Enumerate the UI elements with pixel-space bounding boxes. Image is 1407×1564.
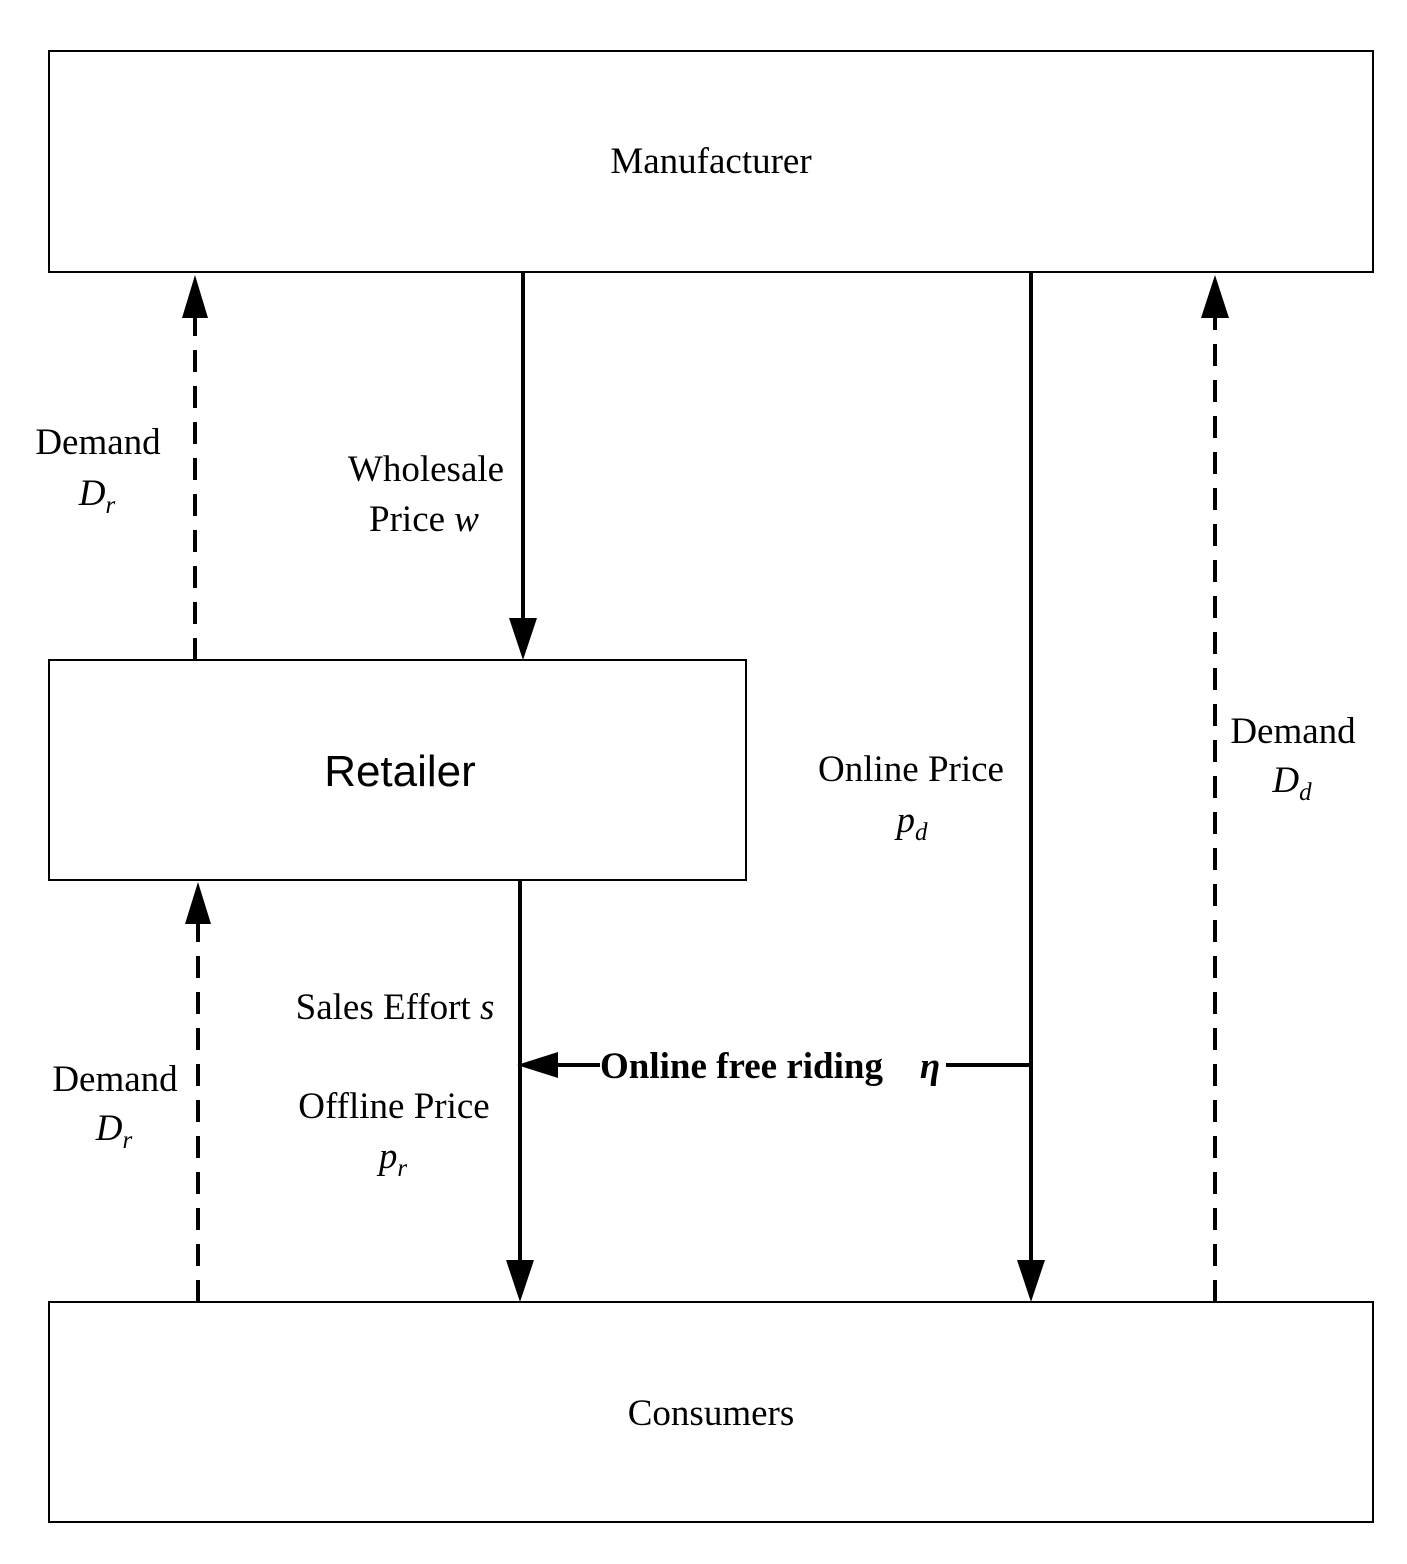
demand-right-label: Demand Dd	[1230, 711, 1356, 806]
wholesale-label-line2: Price w	[369, 499, 479, 540]
online-price-arrow	[1017, 272, 1045, 1302]
free-riding-text: Online free riding	[600, 1046, 883, 1087]
demand-upper-left-label: Demand Dr	[35, 422, 161, 519]
offline-price-variable: pr	[376, 1136, 408, 1182]
free-riding-arrow	[517, 1052, 1031, 1078]
offline-price-label: Offline Price pr	[298, 1086, 489, 1182]
demand-lower-left-variable: Dr	[95, 1108, 133, 1154]
offline-price-text: Offline Price	[298, 1086, 489, 1127]
demand-consumers-to-manufacturer-arrow	[1201, 275, 1229, 1302]
online-price-text: Online Price	[818, 749, 1004, 790]
demand-consumers-to-retailer-arrow	[185, 882, 211, 1302]
online-price-label: Online Price pd	[818, 749, 1004, 846]
demand-right-variable: Dd	[1271, 760, 1312, 806]
offline-price-arrow	[506, 880, 534, 1302]
demand-lower-left-text: Demand	[52, 1059, 178, 1100]
demand-upper-left-text: Demand	[35, 422, 161, 463]
free-riding-label: Online free riding η	[600, 1046, 940, 1087]
manufacturer-node: Manufacturer	[48, 50, 1374, 273]
consumers-label: Consumers	[628, 1393, 795, 1434]
wholesale-label-line1: Wholesale	[348, 449, 504, 490]
consumers-node: Consumers	[48, 1301, 1374, 1523]
sales-effort-label: Sales Effort s	[296, 987, 495, 1028]
demand-right-text: Demand	[1230, 711, 1356, 752]
wholesale-price-arrow	[509, 272, 537, 660]
sales-effort-text: Sales Effort s	[296, 987, 495, 1028]
manufacturer-label: Manufacturer	[610, 141, 811, 182]
demand-retailer-to-manufacturer-arrow	[182, 275, 208, 660]
online-price-variable: pd	[894, 800, 929, 846]
wholesale-price-label: Wholesale Price w	[348, 449, 504, 540]
free-riding-variable: η	[920, 1046, 940, 1087]
demand-upper-left-variable: Dr	[78, 473, 116, 519]
demand-lower-left-label: Demand Dr	[52, 1059, 178, 1154]
retailer-node: Retailer	[48, 659, 747, 881]
retailer-label: Retailer	[324, 747, 476, 796]
